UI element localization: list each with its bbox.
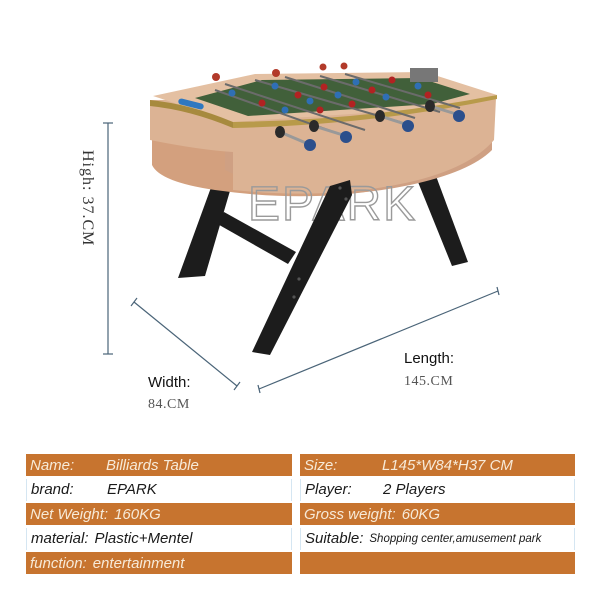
- width-dimension-line: [133, 301, 238, 387]
- spec-value: Plastic+Mentel: [94, 530, 193, 547]
- spec-value: EPARK: [107, 481, 157, 498]
- width-dimension-value: 84.CM: [148, 397, 190, 412]
- spec-key: Name:: [30, 456, 75, 474]
- spec-player: Player: 2 Players: [300, 478, 575, 501]
- spec-key: Gross weight:: [304, 505, 396, 523]
- spec-material: material: Plastic+Mentel: [26, 527, 292, 550]
- leg-front-left: [252, 180, 352, 355]
- spec-row-function: function: entertainment: [26, 552, 575, 574]
- spec-value: Billiards Table: [106, 456, 199, 474]
- spec-value: Shopping center,amusement park: [369, 532, 542, 545]
- dimension-lines: [103, 122, 500, 394]
- spec-function: function: entertainment: [26, 552, 292, 574]
- blue-handle-left: [178, 98, 204, 110]
- spec-key: function:: [30, 554, 87, 572]
- spec-value: 160KG: [114, 505, 161, 523]
- spec-row-weights: Net Weight: 160KG Gross weight: 60KG: [26, 503, 575, 525]
- spec-value: 2 Players: [383, 481, 446, 498]
- spec-row-material-suitable: material: Plastic+Mentel Suitable: Shopp…: [26, 527, 575, 550]
- spec-empty: [300, 552, 575, 574]
- spec-key: Net Weight:: [30, 505, 109, 523]
- spec-brand: brand: EPARK: [26, 478, 292, 501]
- foosball-table-illustration: EPARK: [103, 62, 500, 394]
- length-dimension-value: 145.CM: [404, 374, 454, 389]
- spec-key: material:: [31, 530, 89, 547]
- spec-key: Size:: [304, 456, 338, 474]
- spec-value: entertainment: [92, 554, 185, 572]
- spec-size: Size: L145*W84*H37 CM: [300, 454, 575, 476]
- spec-value: L145*W84*H37 CM: [382, 456, 513, 474]
- leg-back-left: [178, 182, 296, 278]
- spec-name: Name: Billiards Table: [26, 454, 292, 476]
- length-dimension-label: Length:: [404, 350, 455, 367]
- spec-key: Suitable:: [305, 530, 364, 547]
- spec-row-brand-player: brand: EPARK Player: 2 Players: [26, 478, 575, 501]
- score-counter: [410, 68, 438, 82]
- length-dimension-line: [258, 290, 499, 390]
- spec-suitable: Suitable: Shopping center,amusement park: [300, 527, 575, 550]
- spec-net-weight: Net Weight: 160KG: [26, 503, 292, 525]
- spec-gross-weight: Gross weight: 60KG: [300, 503, 575, 525]
- spec-row-name-size: Name: Billiards Table Size: L145*W84*H37…: [26, 454, 575, 476]
- spec-value: 60KG: [401, 505, 441, 523]
- product-image: EPARK High: 37.CM Width: 84.CM Length: 1…: [79, 62, 500, 412]
- spec-key: brand:: [31, 481, 74, 498]
- width-dimension-label: Width:: [148, 374, 191, 391]
- height-dimension-label: High: 37.CM: [79, 150, 96, 247]
- players: [228, 76, 432, 114]
- specifications-table: Name: Billiards Table Size: L145*W84*H37…: [26, 454, 575, 577]
- front-handles: [275, 100, 465, 151]
- spec-key: Player:: [305, 481, 352, 498]
- leg-back-right: [418, 176, 468, 266]
